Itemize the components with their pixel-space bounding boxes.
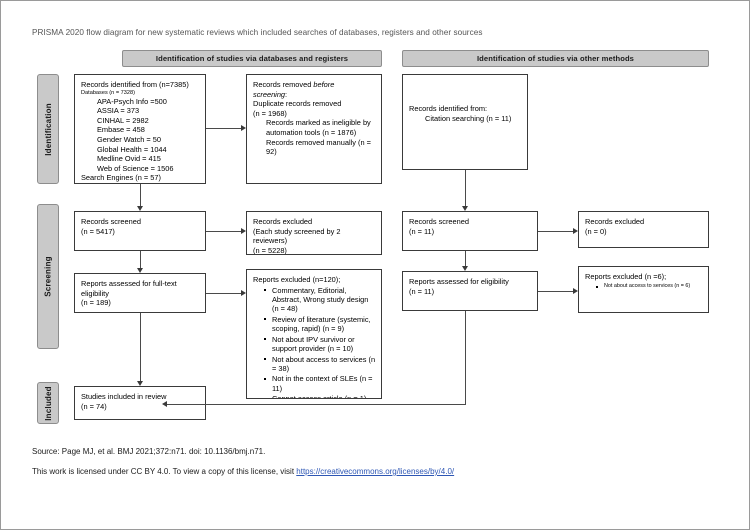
connector-assessed-to-excluded [206, 293, 241, 294]
reports-assessed-label: Reports assessed for full-text eligibili… [81, 279, 177, 298]
records-removed-sub2: Records removed manually (n = 92) [266, 137, 371, 157]
records-removed-line2: screening: [253, 90, 376, 100]
records-removed-sub1: Records marked as ineligible by automati… [266, 118, 371, 137]
source-line: Gender Watch = 50 [97, 134, 162, 144]
list-item: Not about access to services (n = 38) [264, 355, 376, 373]
stage-tab-included: Included [37, 382, 59, 424]
arrowhead-other-assessed-to-excluded [573, 288, 578, 294]
studies-included-label: Studies included in review [81, 392, 167, 401]
stage-label-screening: Screening [43, 256, 53, 297]
records-excluded-note: (Each study screened by 2 reviewers) [253, 226, 341, 246]
other-reports-excluded-title: Reports excluded (n =6); [585, 272, 667, 281]
header-other-methods: Identification of studies via other meth… [402, 50, 709, 67]
connector-assessed-to-included [140, 313, 141, 381]
footer-source: Source: Page MJ, et al. BMJ 2021;372:n71… [32, 447, 266, 456]
box-other-reports-excluded: Reports excluded (n =6); Not about acces… [578, 266, 709, 313]
box-records-removed-before-screening: Records removed before screening: Duplic… [246, 74, 382, 184]
list-item: Cannot access article (n = 1) [264, 394, 376, 398]
connector-identified-to-removed [206, 128, 241, 129]
source-line: CINHAL = 2982 [97, 115, 149, 125]
records-removed-line2-post: : [285, 89, 288, 99]
arrowhead-identified-to-screened [136, 206, 143, 211]
connector-other-to-included [167, 404, 466, 405]
box-other-records-excluded: Records excluded (n = 0) [578, 211, 709, 248]
records-identified-title: Records identified from (n=7385) [81, 80, 189, 89]
arrowhead-other-identified-to-screened [461, 206, 468, 211]
box-records-excluded: Records excluded (Each study screened by… [246, 211, 382, 255]
box-other-records-screened: Records screened (n = 11) [402, 211, 538, 251]
arrowhead-screened-to-excluded [241, 228, 246, 234]
diagram-caption: PRISMA 2020 flow diagram for new systema… [32, 28, 483, 37]
records-excluded-count: (n = 5228) [253, 245, 287, 255]
other-identified-line2: Citation searching (n = 11) [425, 113, 512, 123]
box-other-reports-assessed: Reports assessed for eligibility (n = 11… [402, 271, 538, 311]
box-records-identified-other-methods: Records identified from: Citation search… [402, 74, 528, 170]
other-records-screened-label: Records screened [409, 217, 469, 226]
footer-license-text: This work is licensed under CC BY 4.0. T… [32, 467, 297, 476]
studies-included-count: (n = 74) [81, 401, 107, 411]
box-records-identified-from: Records identified from (n=7385) Databas… [74, 74, 206, 184]
source-line: Web of Science = 1506 [97, 163, 174, 173]
box-reports-excluded: Reports excluded (n=120); Commentary, Ed… [246, 269, 382, 399]
connector-other-assessed-to-excluded [538, 291, 573, 292]
reports-assessed-count: (n = 189) [81, 298, 111, 308]
duplicate-records-count: (n = 1968) [253, 108, 287, 118]
search-engine-line: Google Scholar = 57 [81, 183, 200, 184]
box-records-screened: Records screened (n = 5417) [74, 211, 206, 251]
reports-excluded-title: Reports excluded (n=120); [253, 275, 341, 284]
stage-tab-identification: Identification [37, 74, 59, 184]
arrowhead-other-to-included [162, 401, 167, 407]
records-identified-subtitle: Databases (n = 7328) [81, 89, 135, 96]
reports-excluded-list: Commentary, Editorial, Abstract, Wrong s… [253, 286, 376, 398]
connector-other-identified-to-screened [465, 170, 466, 206]
connector-identified-to-screened [140, 184, 141, 206]
source-line: ASSIA = 373 [97, 106, 140, 116]
other-identified-line1: Records identified from: [409, 104, 488, 113]
connector-screened-to-assessed [140, 251, 141, 268]
source-line: APA-Psych Info =500 [97, 96, 167, 106]
list-item: Review of literature (systemic, scoping,… [264, 315, 376, 333]
box-reports-assessed-fulltext: Reports assessed for full-text eligibili… [74, 273, 206, 313]
other-records-excluded-count: (n = 0) [585, 226, 607, 236]
creative-commons-link[interactable]: https://creativecommons.org/licenses/by/… [296, 467, 455, 476]
footer-license: This work is licensed under CC BY 4.0. T… [32, 466, 454, 477]
records-screened-count: (n = 5417) [81, 226, 115, 236]
stage-label-included: Included [43, 385, 53, 421]
connector-other-screened-to-excluded [538, 231, 573, 232]
stage-label-identification: Identification [43, 102, 53, 156]
arrowhead-other-screened-to-excluded [573, 228, 578, 234]
box-studies-included-in-review: Studies included in review (n = 74) [74, 386, 206, 420]
duplicate-records-removed: Duplicate records removed [253, 99, 342, 109]
records-excluded-label: Records excluded [253, 217, 313, 226]
records-removed-line2-em: screening [253, 89, 286, 99]
records-removed-line1: Records removed before [253, 80, 376, 90]
source-line: Global Health = 1044 [97, 144, 167, 154]
other-records-screened-count: (n = 11) [409, 226, 435, 236]
connector-other-assessed-down [465, 311, 466, 404]
arrowhead-other-screened-to-assessed [461, 266, 468, 271]
other-reports-assessed-count: (n = 11) [409, 286, 435, 296]
arrowhead-screened-to-assessed [136, 268, 143, 273]
other-records-excluded-label: Records excluded [585, 217, 645, 226]
source-line: Medline Ovid = 415 [97, 154, 161, 164]
stage-tab-screening: Screening [37, 204, 59, 349]
other-reports-excluded-list: Not about access to services (n = 6) [585, 283, 703, 290]
records-removed-line1-em: before [313, 80, 335, 89]
connector-other-screened-to-assessed [465, 251, 466, 266]
header-databases-registers: Identification of studies via databases … [122, 50, 382, 67]
list-item: Not about IPV survivor or support provid… [264, 335, 376, 353]
list-item: Commentary, Editorial, Abstract, Wrong s… [264, 286, 376, 314]
arrowhead-identified-to-removed [241, 125, 246, 131]
records-screened-label: Records screened [81, 217, 141, 226]
records-removed-line1-pre: Records removed [253, 80, 314, 89]
list-item: Not about access to services (n = 6) [596, 283, 703, 290]
other-reports-assessed-label: Reports assessed for eligibility [409, 277, 509, 286]
connector-screened-to-excluded [206, 231, 241, 232]
arrowhead-assessed-to-included [136, 381, 143, 386]
list-item: Not in the context of SLEs (n = 11) [264, 374, 376, 393]
search-engines-label: Search Engines (n = 57) [81, 173, 161, 183]
source-line: Embase = 458 [97, 125, 145, 135]
arrowhead-assessed-to-excluded [241, 290, 246, 296]
